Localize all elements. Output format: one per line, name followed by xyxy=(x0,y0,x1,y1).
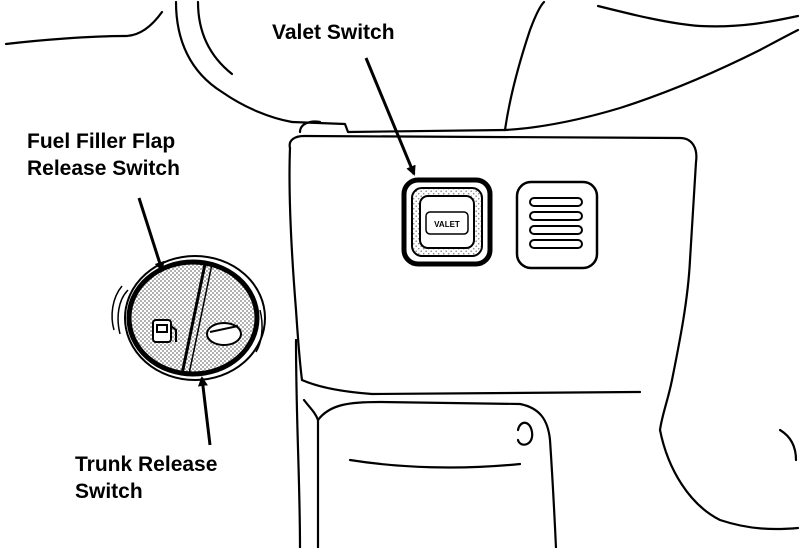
trunk-release-label: Trunk Release Switch xyxy=(75,451,217,505)
vent-grille xyxy=(515,180,599,270)
fuel-label-line1: Fuel Filler Flap xyxy=(27,130,176,153)
console-outline xyxy=(4,0,800,548)
trunk-label-line1: Trunk Release xyxy=(75,453,218,476)
valet-switch-label-text: Valet Switch xyxy=(272,21,395,44)
valet-arrow xyxy=(364,57,416,176)
callout-arrows xyxy=(137,57,416,446)
fuel-trunk-switch xyxy=(111,255,266,381)
fuel-filler-flap-label: Fuel Filler Flap Release Switch xyxy=(27,128,180,182)
valet-button-text: VALET xyxy=(434,220,460,229)
fuel-pump-icon xyxy=(152,319,177,343)
trunk-arrow xyxy=(197,376,212,446)
fuel-arrow xyxy=(137,197,165,272)
valet-switch-label: Valet Switch xyxy=(272,19,395,46)
valet-switch: VALET xyxy=(401,177,493,267)
fuel-label-line2: Release Switch xyxy=(27,157,180,180)
trunk-icon xyxy=(206,322,242,346)
trunk-label-line2: Switch xyxy=(75,480,143,503)
